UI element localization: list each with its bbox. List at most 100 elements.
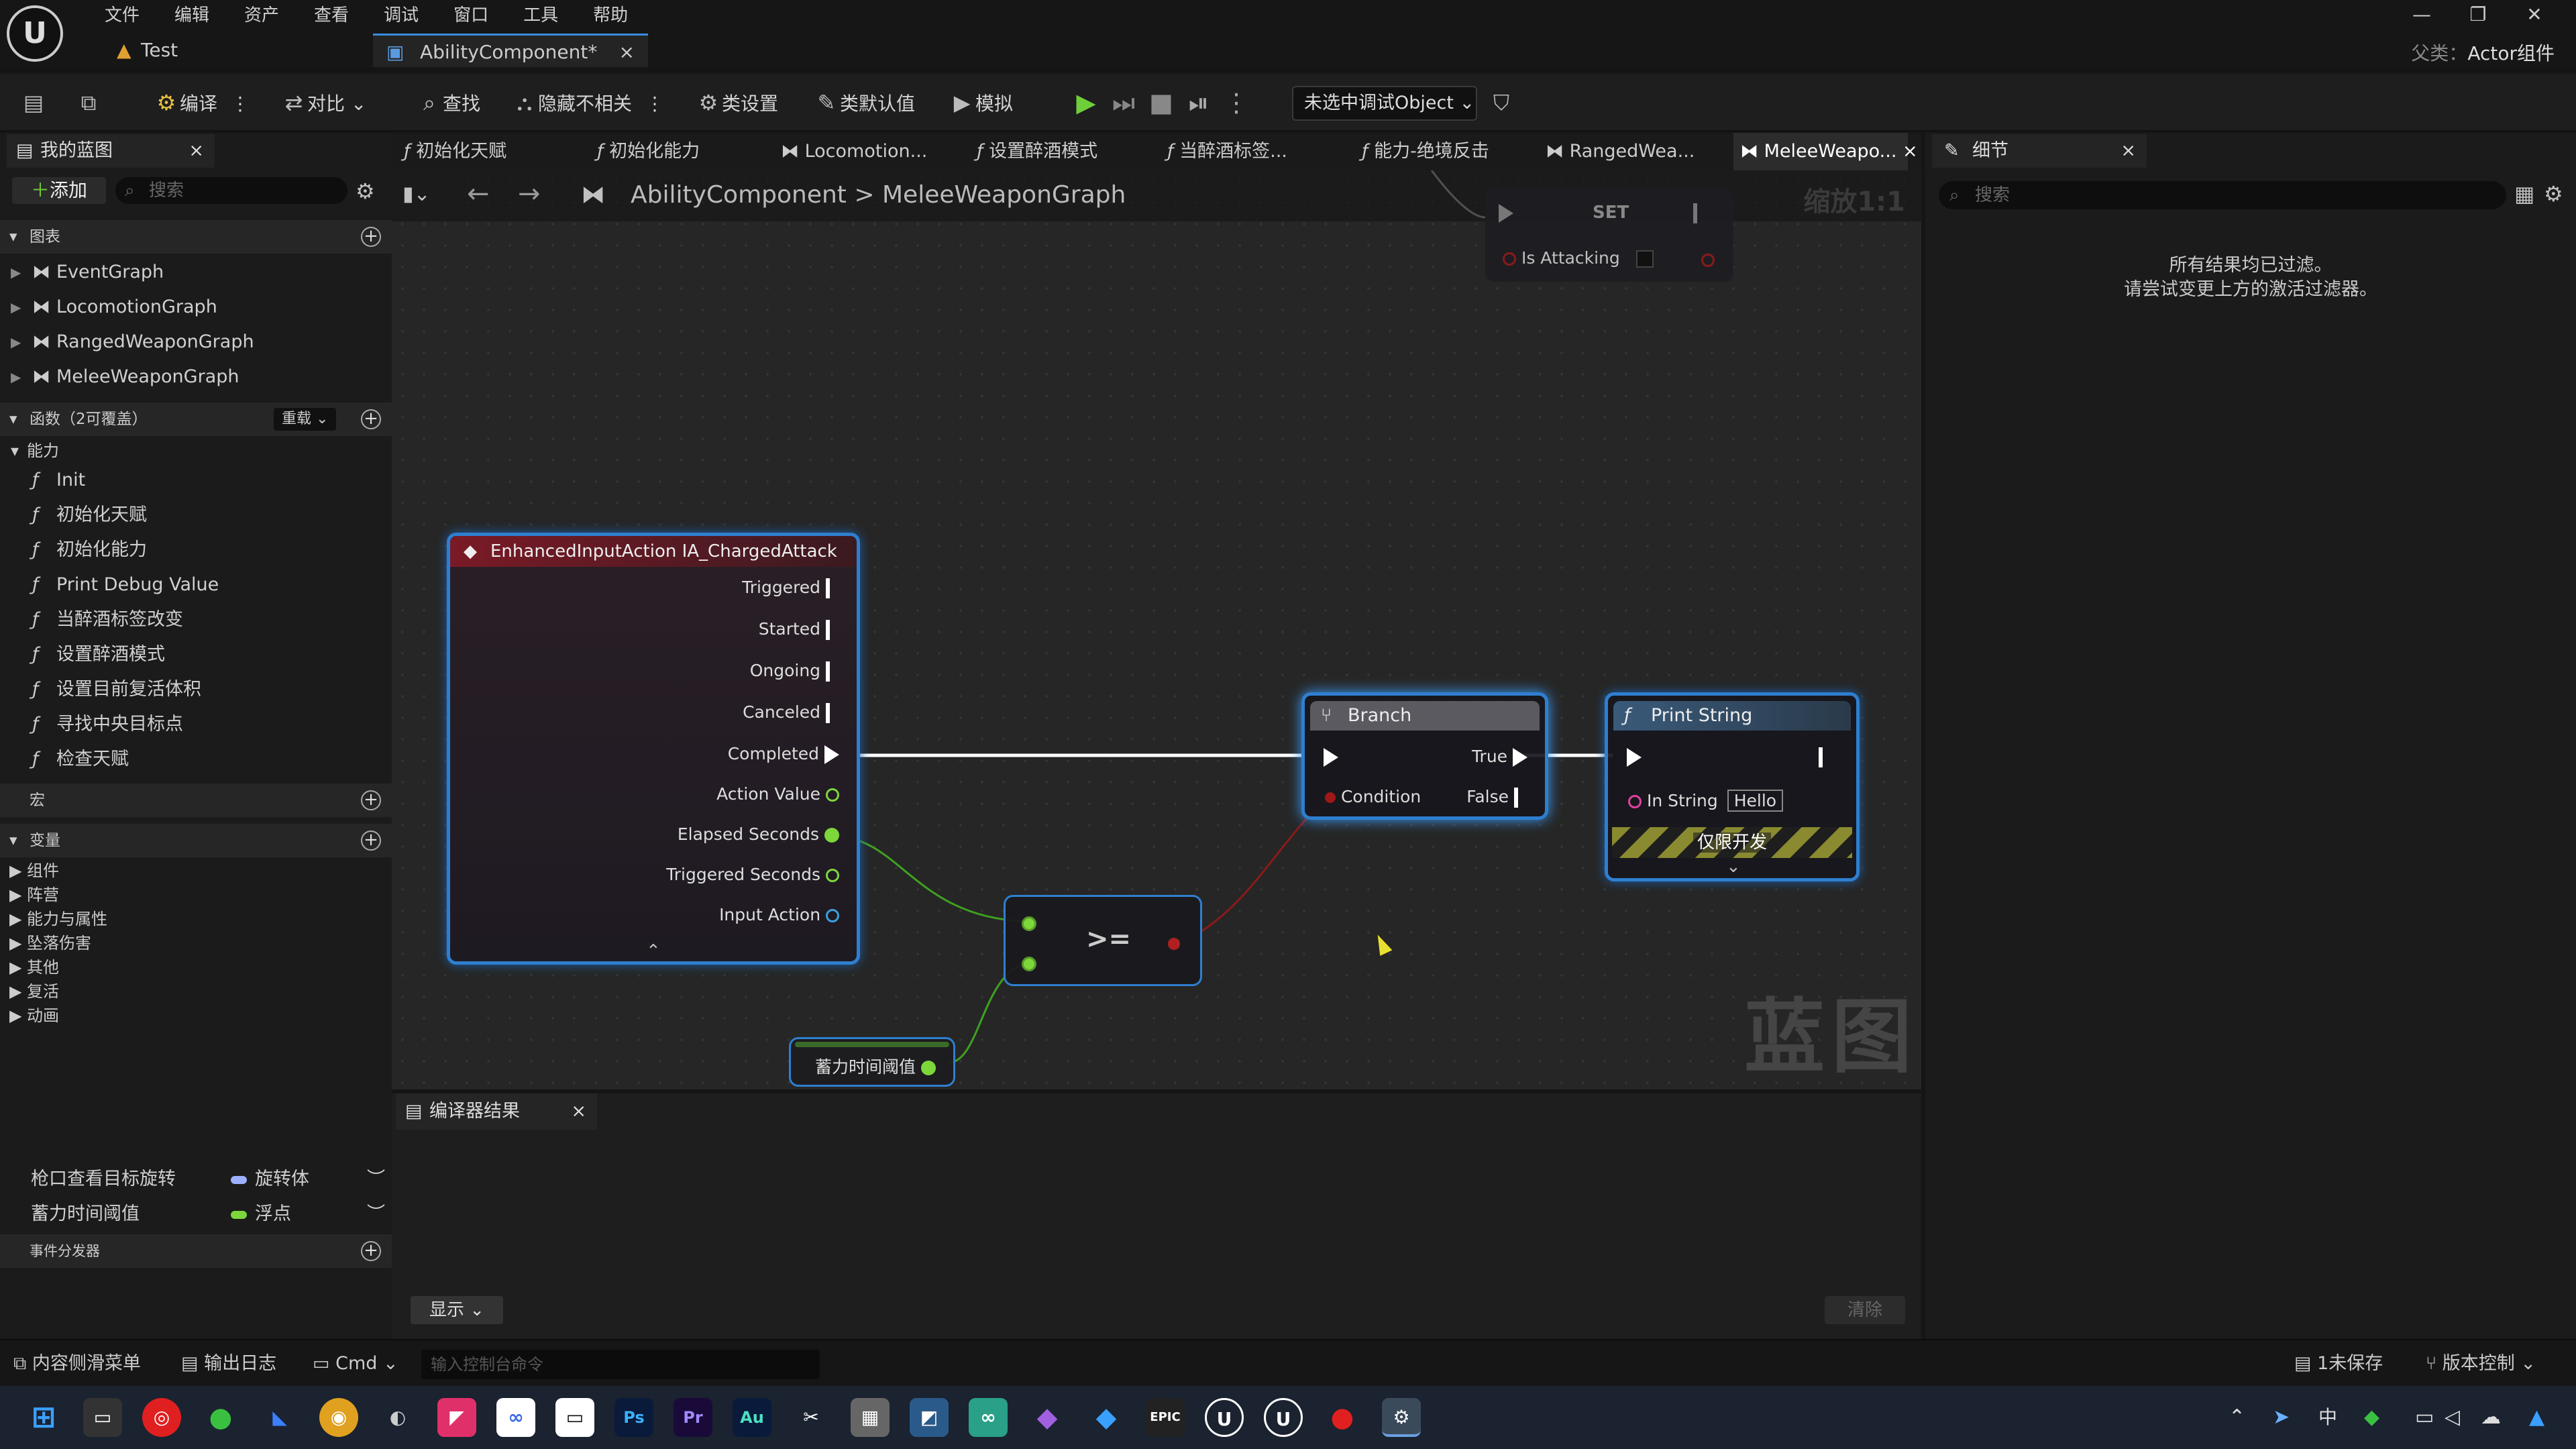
cmd-dropdown[interactable]: ▭ Cmd ⌄ [313,1353,398,1374]
print-string-node[interactable]: ƒ Print String In String Hello 仅限开发 ⌄ [1605,692,1860,881]
branch-exec-in-pin[interactable] [1324,747,1338,767]
terminal-app-icon[interactable]: ▭ [83,1398,122,1437]
close-icon[interactable]: × [2121,140,2136,161]
breadcrumb-root[interactable]: AbilityComponent [631,181,847,209]
expand-chevron-icon[interactable]: ⌄ [1726,857,1741,877]
add-button[interactable]: ＋添加 [12,177,106,204]
variable-category[interactable]: ▶复活 [9,982,59,1001]
graph-item-melee[interactable]: ▶⧓MeleeWeaponGraph [0,361,392,393]
wechat-icon[interactable]: ● [209,1402,233,1433]
save-icon[interactable]: ▤ [23,90,44,115]
debug-object-select[interactable]: 未选中调试Object ⌄ [1292,86,1477,121]
unreal-engine-icon[interactable]: U [1264,1398,1303,1437]
add-variable-icon[interactable]: + [361,830,381,851]
app-icon[interactable]: ◤ [437,1398,476,1437]
minimize-button[interactable]: — [2412,3,2431,25]
collapse-chevron-icon[interactable]: ⌃ [646,941,661,961]
unreal-engine-icon[interactable]: U [1205,1398,1244,1437]
in-string-pin[interactable]: In String Hello [1628,790,1784,812]
tab-project[interactable]: ▲ Test [94,34,369,67]
section-dispatchers[interactable]: 事件分发器+ [0,1234,392,1268]
menu-view[interactable]: 查看 [314,5,350,25]
console-command-input[interactable]: 输入控制台命令 [421,1350,820,1379]
debug-filter-icon[interactable]: ⛉ [1493,90,1509,115]
step-icon[interactable]: ⏭ [1112,88,1136,117]
charge-threshold-pin[interactable]: 蓄力时间阈值 [815,1054,936,1078]
compiler-results-tab[interactable]: ▤ 编译器结果 × [396,1093,597,1130]
section-macros[interactable]: 宏+ [0,784,392,817]
source-control-button[interactable]: ⑂ 版本控制 ⌄ [2426,1353,2536,1374]
class-defaults-button[interactable]: ✎类默认值 [813,74,915,131]
variable-row[interactable]: 枪口查看目标旋转 旋转体 ︶ [0,1162,392,1197]
tab-asset[interactable]: ▣ AbilityComponent* × [373,34,648,67]
is-attacking-checkbox[interactable] [1635,250,1654,268]
section-variables[interactable]: ▾变量+ [0,824,392,857]
play-icon[interactable]: ▶ [1076,88,1096,117]
visual-studio-icon[interactable]: ◆ [1036,1402,1058,1433]
add-function-icon[interactable]: + [361,409,381,429]
audition-icon[interactable]: Au [733,1398,771,1437]
feishu-icon[interactable]: ◣ [272,1406,287,1428]
bool-out-pin[interactable] [1701,250,1715,270]
pin-elapsed-seconds[interactable]: Elapsed Seconds [678,824,839,844]
clear-button[interactable]: 清除 [1825,1296,1905,1324]
compile-button[interactable]: ⚙编译⋮ [153,74,250,131]
class-settings-button[interactable]: ⚙类设置 [695,74,778,131]
print-exec-in-pin[interactable] [1627,747,1642,767]
section-functions[interactable]: ▾函数（2可覆盖） 重载 ⌄ + [0,402,392,436]
add-macro-icon[interactable]: + [361,790,381,810]
my-blueprint-tab[interactable]: ▤ 我的蓝图 × [7,134,215,168]
graph-tab[interactable]: ƒ 初始化能力 [597,141,700,162]
ime-indicator[interactable]: 中 [2318,1406,2338,1428]
menu-debug[interactable]: 调试 [384,5,419,25]
show-dropdown[interactable]: 显示 ⌄ [411,1296,503,1324]
simulate-button[interactable]: ▶模拟 [949,74,1013,131]
table-view-icon[interactable]: ▦ [2514,181,2535,207]
capcut-icon[interactable]: ✂ [803,1406,819,1428]
app-icon[interactable]: ▭ [555,1398,594,1437]
tray-chevron-icon[interactable]: ⌃ [2229,1405,2246,1429]
hide-unrelated-button[interactable]: ⛬隐藏不相关⋮ [511,74,664,131]
branch-true-pin[interactable]: True [1472,747,1527,767]
blueprint-search-input[interactable]: ⌕搜索 [115,177,347,204]
details-tab[interactable]: ✎ 细节 × [1932,134,2147,168]
close-icon[interactable]: × [571,1101,586,1122]
pin-canceled[interactable]: Canceled [743,702,830,723]
graph-tab[interactable]: ƒ 设置醉酒模式 [977,141,1098,162]
graph-tab-active[interactable]: ⧓ MeleeWeapo... × [1733,133,1918,170]
app-icon[interactable]: ∞ [969,1398,1008,1437]
settings-app-icon[interactable]: ⚙ [1382,1398,1421,1437]
app-tray-icon[interactable]: ◆ [2364,1405,2380,1429]
add-graph-icon[interactable]: + [361,227,381,247]
set-node[interactable]: SET Is Attacking [1485,188,1733,282]
add-dispatcher-icon[interactable]: + [361,1241,381,1261]
enhanced-input-action-node[interactable]: ◆ EnhancedInputAction IA_ChargedAttack T… [447,533,860,965]
menu-help[interactable]: 帮助 [593,5,629,25]
diff-button[interactable]: ⇄对比 ⌄ [280,74,367,131]
play-options-icon[interactable]: ⋮ [1224,88,1249,117]
settings-gear-icon[interactable]: ⚙ [2544,181,2563,207]
function-category[interactable]: ▾能力 [11,441,59,460]
windows-start-icon[interactable]: ⊞ [31,1400,56,1434]
close-icon[interactable]: × [1902,141,1918,162]
output-log-button[interactable]: ▤ 输出日志 [181,1340,276,1387]
record-icon[interactable]: ● [1330,1402,1354,1433]
visibility-icon[interactable]: ︶ [367,1169,385,1189]
pin-started[interactable]: Started [759,619,830,640]
variable-category[interactable]: ▶能力与属性 [9,910,107,928]
branch-node[interactable]: ⑂ Branch True Condition False [1301,692,1548,820]
menu-edit[interactable]: 编辑 [174,5,210,25]
unsaved-button[interactable]: ▤ 1未保存 [2294,1340,2383,1387]
breadcrumb-graph[interactable]: MeleeWeaponGraph [882,181,1126,209]
graph-tab[interactable]: ⧓ Locomotion... [781,141,928,162]
vscode-icon[interactable]: ◆ [1095,1402,1117,1433]
exec-in-pin[interactable] [1499,203,1513,223]
